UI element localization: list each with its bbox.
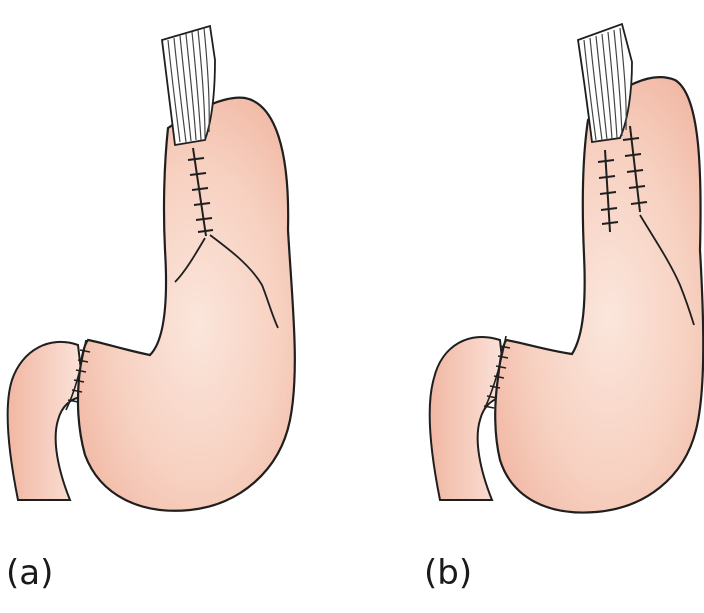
panel-label-b: (b) bbox=[424, 556, 472, 590]
panel-label-a: (a) bbox=[6, 556, 53, 590]
stomach-diagram-b bbox=[430, 24, 704, 513]
duodenum-a bbox=[8, 342, 84, 500]
stomach-body-b bbox=[495, 77, 703, 512]
stomach-body-a bbox=[78, 98, 295, 511]
stomach-diagram-a bbox=[8, 26, 295, 511]
